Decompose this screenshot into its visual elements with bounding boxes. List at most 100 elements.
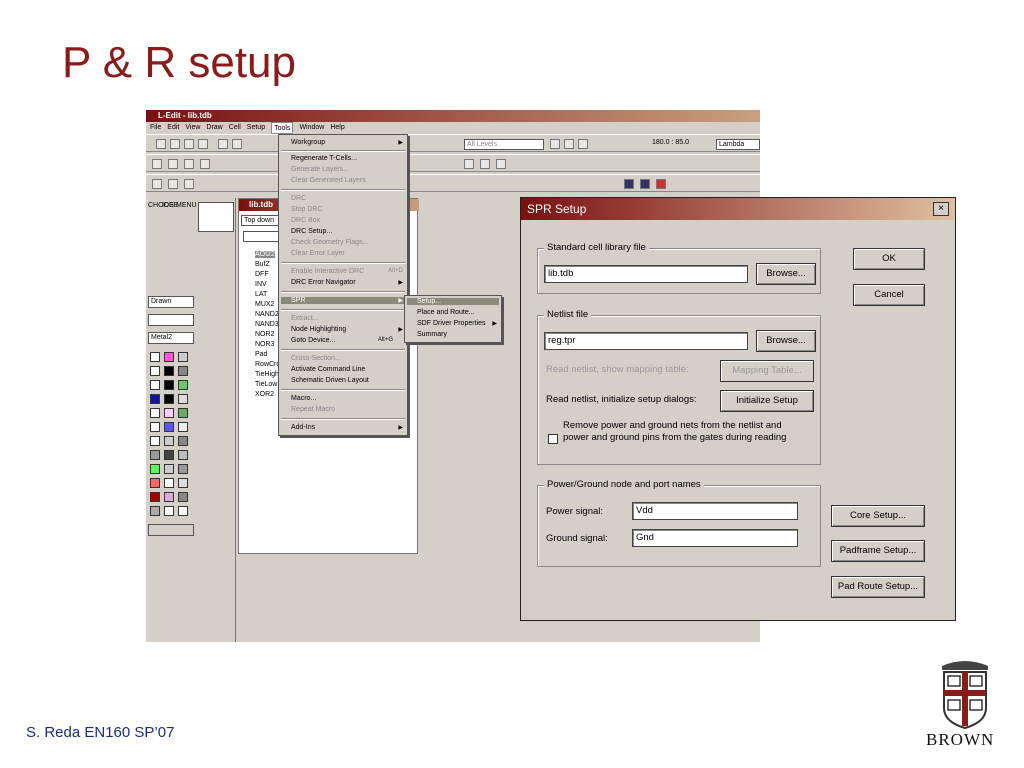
- cell-item[interactable]: TieHigh: [255, 371, 279, 378]
- cell-item[interactable]: AOI22: [255, 251, 275, 258]
- layer-name-field[interactable]: [148, 314, 194, 326]
- core-setup-button[interactable]: Core Setup...: [831, 505, 925, 527]
- levels-select[interactable]: All Levels: [464, 139, 544, 150]
- layer-swatch[interactable]: [178, 380, 188, 390]
- menu-edit[interactable]: Edit: [167, 124, 180, 131]
- tool-icon[interactable]: [168, 179, 178, 189]
- cell-item[interactable]: MUX2: [255, 301, 275, 308]
- tool-icon[interactable]: [564, 139, 574, 149]
- layer-swatch[interactable]: [164, 352, 174, 362]
- cell-item[interactable]: XOR2: [255, 391, 275, 398]
- menu-item-node-highlighting[interactable]: Node Highlighting: [291, 326, 347, 333]
- menu-help[interactable]: Help: [330, 124, 345, 131]
- tool-icon[interactable]: [550, 139, 560, 149]
- cell-item[interactable]: NAND3: [255, 321, 279, 328]
- tool-icon[interactable]: [464, 159, 474, 169]
- tool-icon[interactable]: [624, 179, 634, 189]
- layer-swatch[interactable]: [178, 506, 188, 516]
- layer-swatch[interactable]: [178, 394, 188, 404]
- submenu-item-place-and-route[interactable]: Place and Route...: [417, 309, 475, 316]
- menu-item-interactive-drc[interactable]: Enable Interactive DRC: [291, 268, 365, 275]
- layer-swatch[interactable]: [164, 380, 174, 390]
- box-icon[interactable]: [168, 159, 178, 169]
- power-signal-field[interactable]: Vdd: [632, 502, 798, 520]
- units-select[interactable]: Lambda: [716, 139, 760, 150]
- mapping-table-button[interactable]: Mapping Table...: [720, 360, 814, 382]
- menu-setup[interactable]: Setup: [246, 124, 266, 131]
- menu-item-cross-section[interactable]: Cross-Section...: [291, 355, 341, 362]
- layer-swatch[interactable]: [150, 380, 160, 390]
- cut-icon[interactable]: [218, 139, 228, 149]
- tool-icon[interactable]: [640, 179, 650, 189]
- tool-icon[interactable]: [656, 179, 666, 189]
- drawn-select[interactable]: Drawn: [148, 296, 194, 308]
- cell-item[interactable]: DFF: [255, 271, 269, 278]
- cell-item[interactable]: NOR2: [255, 331, 275, 338]
- menu-item-clear-generated-layers[interactable]: Clear Generated Layers: [291, 177, 366, 184]
- layer-swatch[interactable]: [150, 422, 160, 432]
- pointer-icon[interactable]: [152, 159, 162, 169]
- layer-swatch[interactable]: [178, 464, 188, 474]
- tool-icon[interactable]: [578, 139, 588, 149]
- polygon-icon[interactable]: [184, 159, 194, 169]
- menu-item-clear-error-layer[interactable]: Clear Error Layer: [291, 250, 345, 257]
- layer-swatch[interactable]: [178, 352, 188, 362]
- menu-item-stop-drc[interactable]: Stop DRC: [291, 206, 323, 213]
- layer-swatch[interactable]: [150, 366, 160, 376]
- cell-item[interactable]: INV: [255, 281, 267, 288]
- menu-item-drc[interactable]: DRC: [291, 195, 307, 202]
- cell-item[interactable]: RowCrossing: [255, 361, 297, 368]
- cell-item[interactable]: Pad: [255, 351, 268, 358]
- cell-item[interactable]: TieLow: [255, 381, 278, 388]
- tool-icon[interactable]: [496, 159, 506, 169]
- menu-item-workgroup[interactable]: Workgroup: [291, 139, 326, 146]
- menu-item-extract[interactable]: Extract...: [291, 315, 319, 322]
- netlist-file-field[interactable]: reg.tpr: [544, 332, 748, 350]
- menu-item-schematic-driven-layout[interactable]: Schematic Driven Layout: [291, 377, 369, 384]
- open-icon[interactable]: [170, 139, 180, 149]
- layer-swatch[interactable]: [178, 478, 188, 488]
- palette-scrollbar[interactable]: [148, 524, 194, 536]
- triangle-icon[interactable]: [200, 159, 210, 169]
- layer-swatch[interactable]: [150, 394, 160, 404]
- menu-file[interactable]: File: [150, 124, 162, 131]
- menu-draw[interactable]: Draw: [206, 124, 223, 131]
- padframe-setup-button[interactable]: Padframe Setup...: [831, 540, 925, 562]
- layer-swatch[interactable]: [178, 492, 188, 502]
- layer-swatch[interactable]: [164, 478, 174, 488]
- tool-icon[interactable]: [152, 179, 162, 189]
- submenu-item-sdf-driver-properties[interactable]: SDF Driver Properties: [417, 320, 486, 327]
- layer-swatch[interactable]: [164, 366, 174, 376]
- menu-view[interactable]: View: [185, 124, 201, 131]
- menu-cell[interactable]: Cell: [228, 124, 241, 131]
- new-icon[interactable]: [156, 139, 166, 149]
- cell-item[interactable]: LAT: [255, 291, 268, 298]
- layer-swatch[interactable]: [164, 492, 174, 502]
- menu-item-generate-layers[interactable]: Generate Layers...: [291, 166, 349, 173]
- layer-swatch[interactable]: [150, 478, 160, 488]
- menu-item-activate-command-line[interactable]: Activate Command Line: [291, 366, 366, 373]
- cell-item[interactable]: NOR3: [255, 341, 275, 348]
- pad-route-setup-button[interactable]: Pad Route Setup...: [831, 576, 925, 598]
- save-icon[interactable]: [184, 139, 194, 149]
- std-cell-file-field[interactable]: lib.tdb: [544, 265, 748, 283]
- print-icon[interactable]: [198, 139, 208, 149]
- tool-icon[interactable]: [480, 159, 490, 169]
- layer-swatch[interactable]: [150, 352, 160, 362]
- layer-swatch[interactable]: [164, 436, 174, 446]
- layer-select[interactable]: Metal2: [148, 332, 194, 344]
- initialize-setup-button[interactable]: Initialize Setup: [720, 390, 814, 412]
- layer-swatch[interactable]: [178, 422, 188, 432]
- ground-signal-field[interactable]: Gnd: [632, 529, 798, 547]
- remove-power-ground-checkbox[interactable]: [548, 434, 558, 444]
- cell-item[interactable]: BufZ: [255, 261, 270, 268]
- menu-tools[interactable]: Tools: [271, 122, 294, 134]
- layer-swatch[interactable]: [178, 408, 188, 418]
- close-icon[interactable]: ×: [933, 202, 949, 216]
- layer-swatch[interactable]: [164, 408, 174, 418]
- layer-swatch[interactable]: [150, 492, 160, 502]
- layer-swatch[interactable]: [150, 464, 160, 474]
- std-cell-browse-button[interactable]: Browse...: [756, 263, 816, 285]
- layer-swatch[interactable]: [164, 506, 174, 516]
- menu-item-drc-error-navigator[interactable]: DRC Error Navigator: [291, 279, 356, 286]
